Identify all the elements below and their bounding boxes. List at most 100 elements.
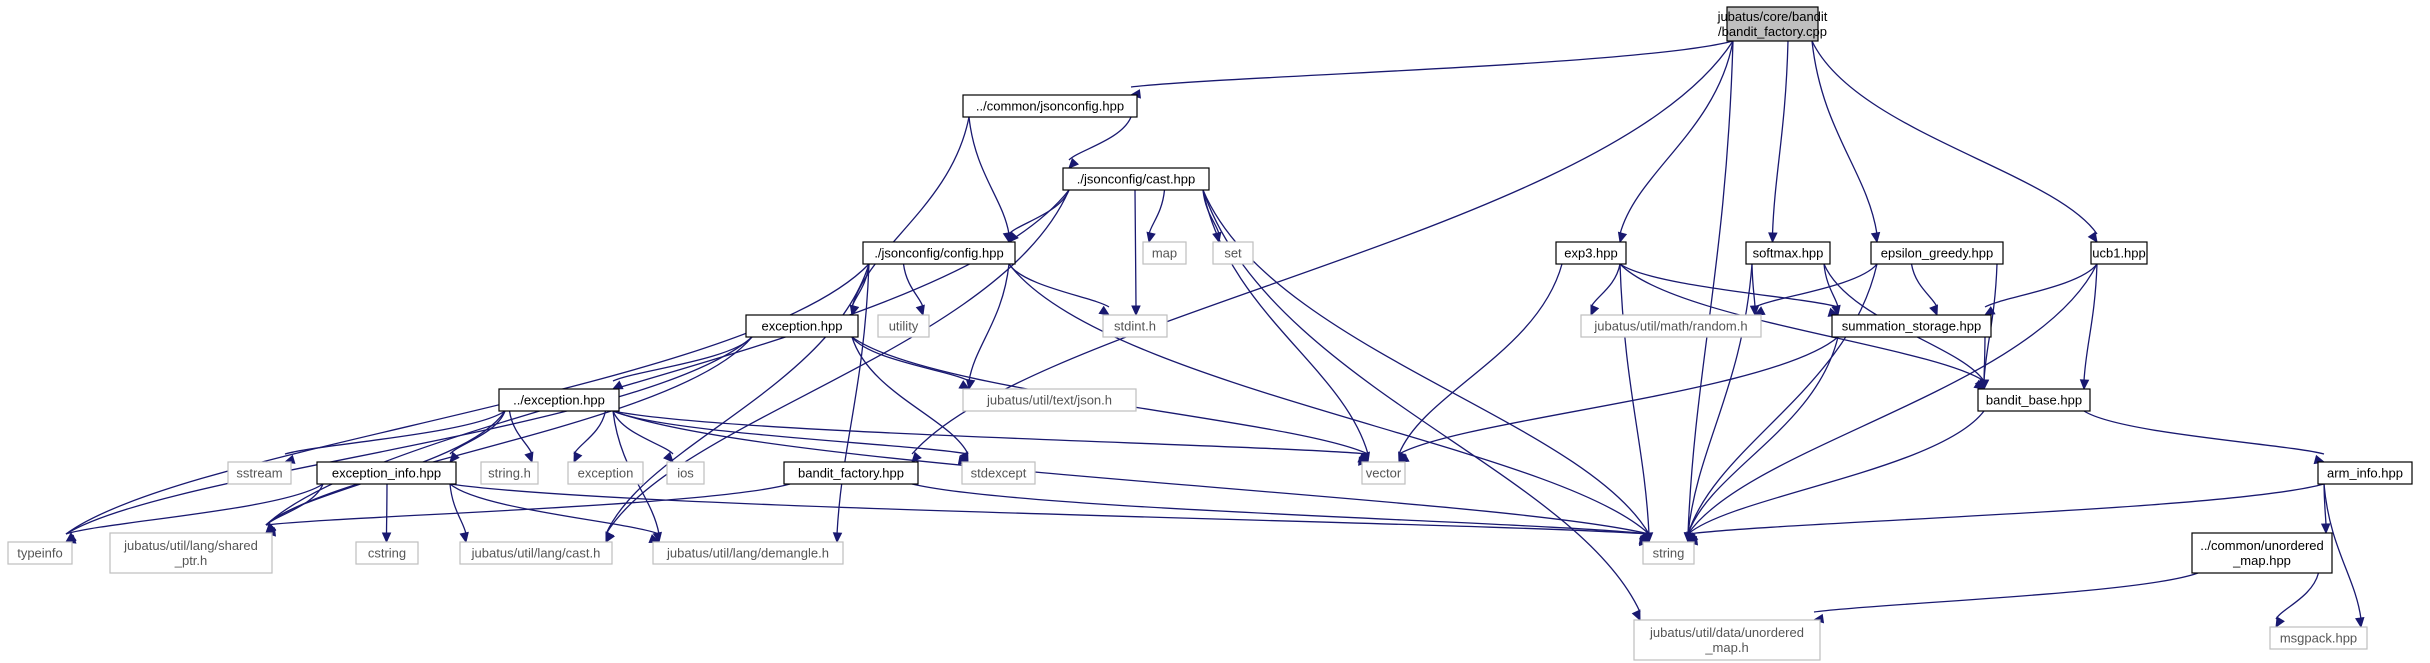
edge-exp3-to-vector <box>1398 263 1563 455</box>
node-arm-info[interactable]: arm_info.hpp <box>2317 461 2413 485</box>
node-label: jubatus/util/data/unordered <box>1649 625 1804 640</box>
node-utility: utility <box>877 314 930 338</box>
node-box <box>1212 241 1254 265</box>
node-typeinfo: typeinfo <box>7 541 73 565</box>
node-box <box>1102 314 1168 338</box>
node-box <box>1831 314 1992 338</box>
edge-epsilon-to-string <box>1687 263 1878 535</box>
node-box <box>652 541 844 565</box>
arrowhead-exception_hpp-to-exception_dd <box>611 380 624 390</box>
node-bandit-factory-hpp[interactable]: bandit_factory.hpp <box>783 461 919 485</box>
arrowhead-jsonconfig-to-cast <box>1068 157 1079 169</box>
edge-config-to-typeinfo <box>65 263 870 535</box>
node-label: map <box>1152 246 1177 261</box>
node-box <box>666 461 705 485</box>
edge-arm_info-to-string <box>1687 483 2325 535</box>
arrowhead-epsilon-to-summation <box>1929 304 1939 317</box>
edge-jsonconfig-to-cast <box>1068 116 1132 161</box>
node-exception-dd[interactable]: ../exception.hpp <box>498 388 620 412</box>
node-label: ios <box>677 466 694 481</box>
arrowhead-exception_dd-to-string_h <box>524 451 534 464</box>
node-config[interactable]: ./jsonconfig/config.hpp <box>862 241 1016 265</box>
edge-exp3-to-bandit_base <box>1619 263 1985 382</box>
node-demangle: jubatus/util/lang/demangle.h <box>652 541 844 565</box>
node-box <box>1870 241 2004 265</box>
edge-bandit_factory_hpp-to-string <box>911 483 1650 535</box>
edge-exp3-to-random <box>1590 263 1621 308</box>
edge-exp3-to-summation <box>1619 263 1839 308</box>
edge-exception_info-to-cast_h <box>449 483 467 535</box>
node-box <box>961 461 1036 485</box>
node-softmax[interactable]: softmax.hpp <box>1745 241 1831 265</box>
node-box <box>1977 388 2091 412</box>
node-box <box>862 241 1016 265</box>
arrowhead-config-to-demangle <box>832 532 843 544</box>
node-box <box>962 94 1138 118</box>
arrowhead-softmax-to-summation <box>1831 304 1841 317</box>
node-box <box>459 541 613 565</box>
node-unordered-map-hpp[interactable]: ../common/unordered_map.hpp <box>2191 532 2333 574</box>
node-ucb1[interactable]: ucb1.hpp <box>2090 241 2148 265</box>
node-label: set <box>1224 246 1242 261</box>
node-label: ../common/jsonconfig.hpp <box>976 99 1124 114</box>
node-label: ./jsonconfig/config.hpp <box>874 246 1003 261</box>
node-box <box>2090 241 2148 265</box>
node-summation[interactable]: summation_storage.hpp <box>1831 314 1992 338</box>
edge-ucb1-to-bandit_base <box>2083 263 2098 382</box>
node-box <box>1555 241 1627 265</box>
edge-exception_info-to-string <box>449 483 1650 535</box>
node-epsilon[interactable]: epsilon_greedy.hpp <box>1870 241 2004 265</box>
arrowhead-exception_info-to-cstring <box>381 532 392 544</box>
node-exception-hpp[interactable]: exception.hpp <box>745 314 859 338</box>
node-jsonconfig[interactable]: ../common/jsonconfig.hpp <box>962 94 1138 118</box>
edge-config-to-json_h <box>968 263 1010 382</box>
arrowhead-exp3-to-string <box>1643 532 1654 544</box>
edge-softmax-to-string <box>1687 263 1753 535</box>
node-label: _map.hpp <box>2232 553 2291 568</box>
edge-exception_dd-to-stdexcept <box>612 410 969 455</box>
node-cstring: cstring <box>355 541 419 565</box>
arrowhead-exception_info-to-cast_h <box>459 531 469 544</box>
node-label: ucb1.hpp <box>2092 246 2146 261</box>
node-box <box>2317 461 2413 485</box>
node-random: jubatus/util/math/random.h <box>1580 314 1762 338</box>
node-label: exp3.hpp <box>1564 246 1618 261</box>
edge-exception_info-to-shared_ptr <box>265 483 324 526</box>
edge-config-to-cast_h <box>605 263 870 535</box>
node-set: set <box>1212 241 1254 265</box>
node-string: string <box>1642 541 1695 565</box>
arrowhead-root-to-epsilon <box>1870 231 1881 244</box>
node-box <box>316 461 457 485</box>
arrowhead-summation-to-bandit_base <box>1979 379 1989 391</box>
node-box <box>227 461 292 485</box>
node-cast[interactable]: ./jsonconfig/cast.hpp <box>1062 167 1210 191</box>
node-sstream: sstream <box>227 461 292 485</box>
node-exp3[interactable]: exp3.hpp <box>1555 241 1627 265</box>
arrowhead-softmax-to-random <box>1749 305 1760 317</box>
arrowhead-cast-to-map <box>1146 231 1156 244</box>
node-box <box>1361 461 1406 485</box>
edge-exception_hpp-to-typeinfo <box>65 336 753 535</box>
edge-summation-to-vector <box>1398 336 1839 455</box>
node-bandit-base[interactable]: bandit_base.hpp <box>1977 388 2091 412</box>
edge-jsonconfig-to-exception_hpp <box>851 116 970 308</box>
edge-cast-to-stdint <box>1134 189 1137 308</box>
node-box <box>745 314 859 338</box>
node-label: /bandit_factory.cpp <box>1718 24 1827 39</box>
node-box <box>1642 541 1695 565</box>
edge-exception_dd-to-string_h <box>508 410 533 455</box>
edge-softmax-to-summation <box>1823 263 1839 308</box>
node-label: jubatus/util/lang/cast.h <box>471 546 601 561</box>
node-label: stdexcept <box>971 466 1027 481</box>
node-exception: exception <box>567 461 644 485</box>
edge-exception_dd-to-ios <box>612 410 674 455</box>
node-root[interactable]: jubatus/core/bandit/bandit_factory.cpp <box>1717 6 1828 42</box>
node-unordered-map-h: jubatus/util/data/unordered_map.h <box>1633 619 1821 661</box>
node-label: bandit_base.hpp <box>1986 393 2082 408</box>
node-exception-info[interactable]: exception_info.hpp <box>316 461 457 485</box>
arrowhead-cast-to-stdint <box>1131 305 1141 317</box>
edge-exception_dd-to-sstream <box>284 410 506 455</box>
node-cast-h: jubatus/util/lang/cast.h <box>459 541 613 565</box>
arrowhead-config-to-exception_hpp <box>849 304 859 317</box>
edge-cast-to-map <box>1148 189 1166 235</box>
